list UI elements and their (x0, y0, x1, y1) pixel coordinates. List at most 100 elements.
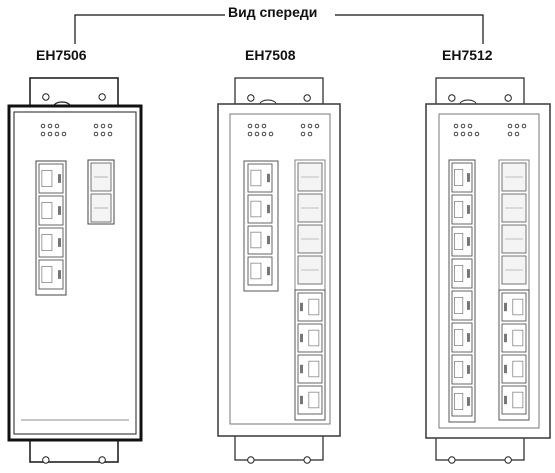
led-indicator (453, 131, 459, 137)
port-jack (512, 329, 524, 347)
sfp-cage (90, 162, 112, 192)
port-jack (308, 360, 320, 378)
mounting-ear (29, 77, 119, 109)
port-jack (512, 360, 524, 378)
device-eh7506 (7, 77, 143, 464)
mounting-hole (98, 93, 106, 101)
led-indicator (521, 123, 527, 129)
port-jack (454, 265, 464, 282)
port-latch (504, 364, 507, 374)
rj45-port (38, 195, 64, 226)
mounting-hole (42, 456, 50, 464)
port-jack (250, 262, 262, 280)
rj45-port (297, 292, 323, 322)
led-indicator (460, 131, 466, 137)
rj45-port-group (294, 289, 326, 421)
rj45-port (501, 385, 527, 415)
sfp-cage (297, 224, 323, 254)
rj45-port (451, 290, 473, 321)
front-view-label: Вид спереди (228, 4, 318, 20)
mounting-hole (303, 456, 311, 464)
led-indicator (514, 123, 520, 129)
port-latch (467, 397, 470, 406)
led-indicator (460, 123, 466, 129)
port-frame (38, 227, 64, 258)
rj45-port (451, 258, 473, 289)
rj45-port (297, 323, 323, 353)
port-latch (58, 238, 61, 247)
housing-bezel (13, 111, 137, 435)
led-indicator (507, 123, 513, 129)
sfp-cage (501, 193, 527, 223)
port-frame (451, 258, 473, 289)
port-latch (467, 301, 470, 310)
led-indicator (314, 123, 320, 129)
rj45-port (451, 194, 473, 225)
led-indicator (100, 131, 106, 137)
bracket-right-line (335, 14, 484, 44)
led-indicator (47, 123, 53, 129)
led-indicator (40, 123, 46, 129)
port-latch (267, 266, 270, 276)
led-indicator (467, 131, 473, 137)
port-jack (454, 393, 464, 410)
rj45-port (38, 259, 64, 290)
led-indicator (247, 131, 253, 137)
port-latch (300, 395, 303, 405)
device-housing (7, 104, 143, 442)
port-latch (467, 365, 470, 374)
port-jack (454, 361, 464, 378)
rj45-port (451, 226, 473, 257)
rj45-port (297, 354, 323, 384)
port-jack (41, 170, 53, 187)
port-jack (308, 329, 320, 347)
port-jack (308, 391, 320, 409)
port-frame (451, 290, 473, 321)
port-jack (41, 234, 53, 251)
led-indicator (307, 123, 313, 129)
port-latch (467, 269, 470, 278)
led-indicator (247, 123, 253, 129)
mounting-hole (448, 456, 456, 464)
port-latch (467, 333, 470, 342)
bracket-left-line (74, 14, 225, 44)
led-indicator (100, 123, 106, 129)
rj45-port (501, 323, 527, 353)
housing-bezel (438, 113, 540, 429)
led-indicator (453, 123, 459, 129)
port-frame (297, 354, 323, 384)
mounting-hole (42, 93, 50, 101)
sfp-cage (90, 193, 112, 223)
port-jack (454, 201, 464, 218)
port-latch (267, 173, 270, 183)
port-jack (41, 266, 53, 283)
led-indicator (474, 131, 480, 137)
port-latch (58, 270, 61, 279)
port-frame (451, 162, 473, 193)
port-frame (451, 322, 473, 353)
led-indicator (54, 123, 60, 129)
rj45-port-group (243, 160, 279, 292)
mounting-hole (504, 94, 512, 102)
port-jack (454, 169, 464, 186)
sfp-cage (297, 162, 323, 192)
rj45-port (247, 225, 273, 255)
port-frame (451, 386, 473, 417)
model-label-eh7512: EH7512 (442, 47, 493, 63)
port-jack (308, 298, 320, 316)
port-latch (58, 206, 61, 215)
sfp-cage (297, 255, 323, 285)
led-indicator (93, 131, 99, 137)
led-indicator (107, 123, 113, 129)
led-indicator (254, 123, 260, 129)
port-jack (250, 231, 262, 249)
device-housing (425, 103, 551, 439)
rj45-port (501, 354, 527, 384)
port-latch (467, 173, 470, 182)
port-jack (454, 329, 464, 346)
port-jack (512, 391, 524, 409)
mounting-hole (448, 94, 456, 102)
mounting-ear (435, 77, 525, 107)
